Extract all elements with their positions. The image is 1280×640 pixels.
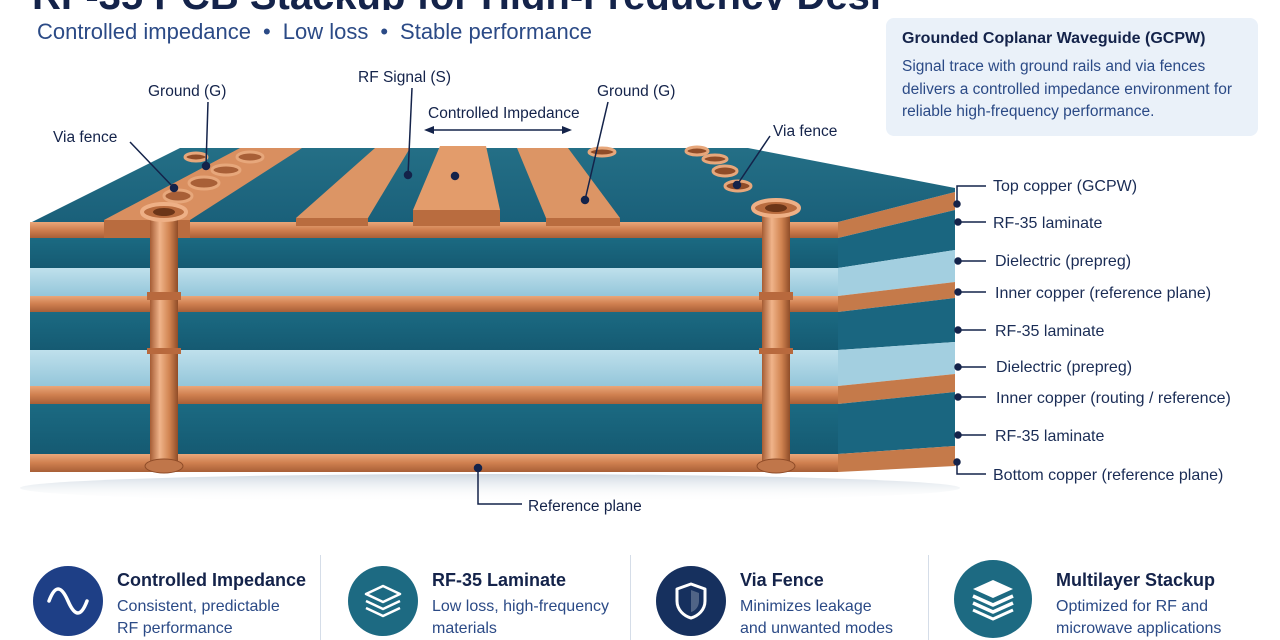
feature-line: Low loss, high-frequency bbox=[432, 598, 609, 615]
subtitle-item-impedance: Controlled impedance bbox=[37, 19, 252, 44]
shield-icon bbox=[656, 566, 726, 636]
sine-wave-icon bbox=[33, 566, 103, 636]
layer-bottom-copper bbox=[30, 454, 838, 472]
subtitle: Controlled impedance • Low loss • Stable per… bbox=[37, 19, 592, 45]
layers-icon bbox=[348, 566, 418, 636]
layer-label-top-copper: Top copper (GCPW) bbox=[993, 178, 1137, 195]
callout-controlled-impedance: Controlled Impedance bbox=[428, 105, 580, 122]
feature-line: and unwanted modes bbox=[740, 620, 893, 637]
callout-leaders bbox=[129, 87, 771, 505]
via-fence-left bbox=[162, 150, 265, 204]
layer-label-prepreg-2: Dielectric (prepreg) bbox=[996, 359, 1132, 376]
gcpw-info-card: Grounded Coplanar Waveguide (GCPW) Signa… bbox=[886, 18, 1258, 136]
controlled-impedance-arrow bbox=[424, 126, 572, 134]
via-fence-right bbox=[587, 145, 753, 193]
feature-description: Minimizes leakage and unwanted modes bbox=[740, 596, 940, 640]
board-side-face bbox=[838, 192, 955, 472]
info-card-body: Signal trace with ground rails and via f… bbox=[902, 58, 1232, 120]
feature-via-fence: Via Fence Minimizes leakage and unwanted … bbox=[656, 560, 926, 640]
feature-description: Consistent, predictable RF performance bbox=[117, 596, 317, 640]
layer-inner-copper-1 bbox=[30, 296, 838, 312]
feature-title: Controlled Impedance bbox=[117, 570, 307, 590]
callout-ground-left: Ground (G) bbox=[148, 83, 226, 100]
via-barrel-right bbox=[751, 198, 801, 474]
layer-label-prepreg-1: Dielectric (prepreg) bbox=[995, 253, 1131, 270]
layer-label-rf35-2: RF-35 laminate bbox=[995, 323, 1104, 340]
layer-label-inner-copper-1: Inner copper (reference plane) bbox=[995, 285, 1211, 302]
stack-icon bbox=[954, 560, 1032, 638]
feature-divider bbox=[928, 555, 929, 640]
feature-line: Consistent, predictable bbox=[117, 598, 280, 615]
via-barrel-left bbox=[140, 202, 188, 474]
subtitle-item-stable: Stable performance bbox=[400, 19, 593, 44]
layer-top-copper bbox=[30, 222, 838, 238]
callout-via-fence-right: Via fence bbox=[773, 123, 837, 140]
layer-label-bottom-copper: Bottom copper (reference plane) bbox=[993, 467, 1223, 484]
feature-title: Via Fence bbox=[740, 570, 824, 590]
feature-line: Optimized for RF and bbox=[1056, 598, 1209, 615]
feature-line: RF performance bbox=[117, 620, 233, 637]
feature-divider bbox=[630, 555, 631, 640]
feature-title: RF-35 Laminate bbox=[432, 570, 567, 590]
callout-ground-right: Ground (G) bbox=[597, 83, 675, 100]
page-title: RF-35 PCB Stackup for High-Frequency Des… bbox=[32, 0, 880, 10]
feature-description: Optimized for RF and microwave applicatio… bbox=[1056, 596, 1256, 640]
callout-rf-signal: RF Signal (S) bbox=[358, 69, 451, 86]
layer-label-inner-copper-2: Inner copper (routing / reference) bbox=[996, 390, 1231, 407]
layer-label-rf35-1: RF-35 laminate bbox=[993, 215, 1102, 232]
info-card-title: Grounded Coplanar Waveguide (GCPW) bbox=[902, 30, 1206, 47]
title-clip: RF-35 PCB Stackup for High-Frequency Des… bbox=[0, 0, 880, 10]
subtitle-separator: • bbox=[380, 19, 389, 44]
layer-inner-copper-2 bbox=[30, 386, 838, 404]
feature-line: microwave applications bbox=[1056, 620, 1222, 637]
subtitle-separator: • bbox=[263, 19, 271, 44]
subtitle-item-loss: Low loss bbox=[282, 19, 369, 44]
feature-multilayer-stackup: Multilayer Stackup Optimized for RF and m… bbox=[954, 560, 1254, 640]
layer-leaders bbox=[953, 185, 986, 475]
feature-line: Minimizes leakage bbox=[740, 598, 872, 615]
feature-title: Multilayer Stackup bbox=[1056, 570, 1216, 590]
feature-divider bbox=[320, 555, 321, 640]
callout-reference-plane: Reference plane bbox=[528, 498, 642, 515]
feature-description: Low loss, high-frequency materials bbox=[432, 596, 632, 640]
feature-line: materials bbox=[432, 620, 497, 637]
board-shadow bbox=[20, 474, 960, 502]
feature-controlled-impedance: Controlled Impedance Consistent, predict… bbox=[33, 560, 313, 640]
feature-rf35-laminate: RF-35 Laminate Low loss, high-frequency m… bbox=[348, 560, 628, 640]
callout-via-fence-left: Via fence bbox=[53, 129, 117, 146]
layer-label-rf35-3: RF-35 laminate bbox=[995, 428, 1104, 445]
